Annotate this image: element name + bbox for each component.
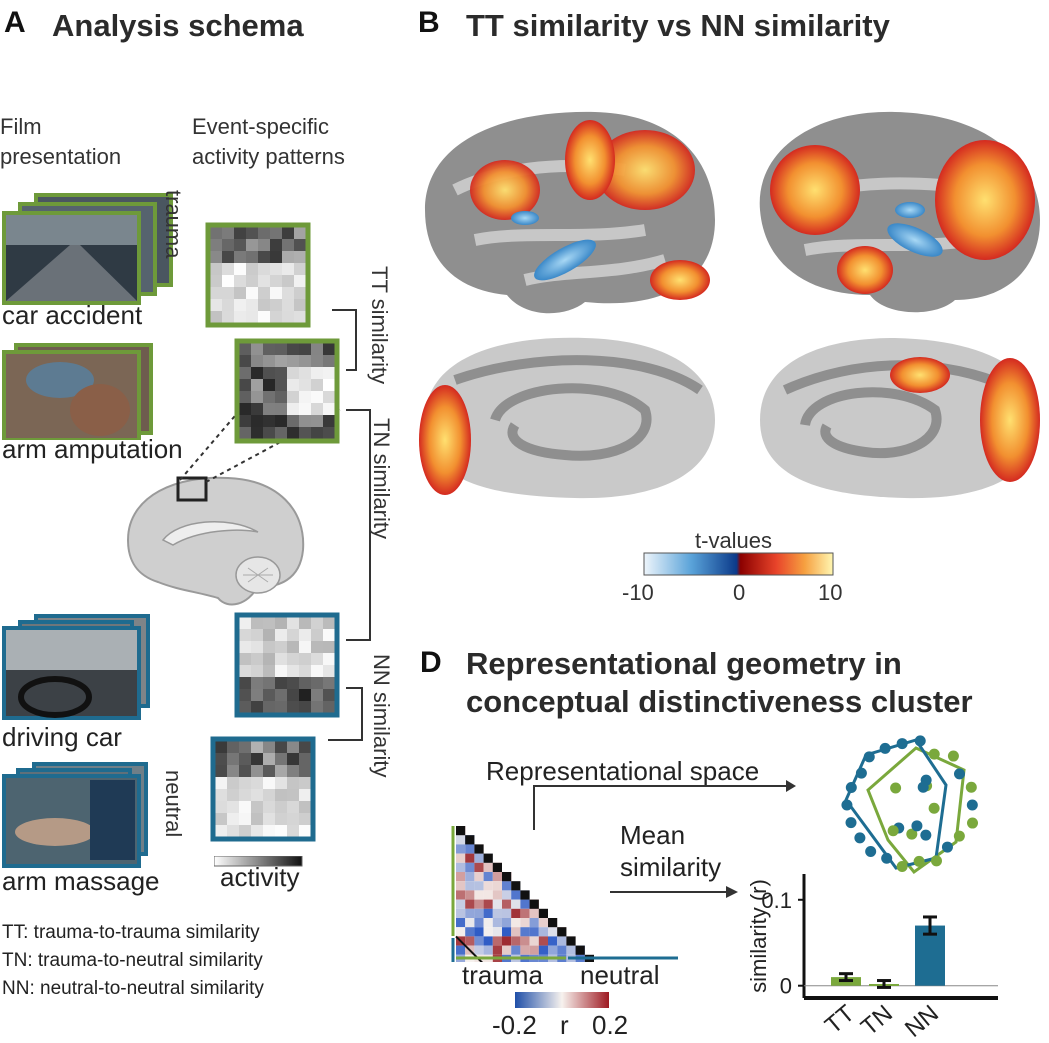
rep-space-label: Representational space bbox=[486, 756, 760, 786]
y-tick-label: 0.1 bbox=[761, 888, 792, 913]
r-colorbar-min: -0.2 bbox=[492, 1010, 537, 1040]
x-tick-label: TT bbox=[820, 1000, 860, 1040]
film-header-line1: Film bbox=[0, 114, 42, 139]
definition-tt: TT: trauma-to-trauma similarity bbox=[2, 922, 260, 943]
panel-b-letter: B bbox=[418, 6, 440, 39]
panel-d-title-line2: conceptual distinctiveness cluster bbox=[466, 684, 973, 719]
similarity-matrix bbox=[451, 826, 678, 962]
brain-left-medial bbox=[419, 337, 715, 499]
definition-nn: NN: neutral-to-neutral similarity bbox=[2, 978, 264, 999]
tn-similarity-label: TN similarity bbox=[369, 418, 394, 539]
activity-colorbar bbox=[214, 856, 303, 867]
pattern-matrix-arm-amputation bbox=[234, 338, 340, 444]
pattern-header-line2: activity patterns bbox=[192, 144, 345, 169]
zoom-lines bbox=[180, 409, 341, 483]
nn-similarity-label: NN similarity bbox=[369, 654, 394, 778]
brain-surface-maps bbox=[419, 111, 1040, 499]
film-frames-arm-amputation bbox=[2, 343, 153, 440]
clip-label-arm-amputation: arm amputation bbox=[2, 434, 183, 464]
pattern-matrix-arm-massage bbox=[210, 736, 316, 842]
tvalues-mid: 0 bbox=[733, 580, 746, 605]
panel-a-title: Analysis schema bbox=[52, 8, 304, 43]
r-colorbar-mid: r bbox=[560, 1010, 569, 1040]
tvalues-colorbar-label: t-values bbox=[695, 528, 773, 553]
film-frames-car-accident bbox=[2, 193, 173, 305]
mean-sim-line2: similarity bbox=[620, 852, 722, 882]
x-tick-label: NN bbox=[900, 1000, 944, 1043]
clip-label-arm-massage: arm massage bbox=[2, 866, 160, 896]
mean-sim-line1: Mean bbox=[620, 820, 686, 850]
film-frames-driving-car bbox=[2, 614, 150, 720]
brain-schematic bbox=[126, 476, 305, 606]
similarity-brackets bbox=[328, 309, 371, 741]
clip-label-car-accident: car accident bbox=[2, 300, 143, 330]
rep-space-scatter bbox=[841, 735, 979, 875]
panel-b-title: TT similarity vs NN similarity bbox=[466, 8, 890, 43]
mean-sim-arrow bbox=[610, 886, 738, 898]
y-tick-label: 0 bbox=[780, 974, 792, 999]
pattern-header-line1: Event-specific bbox=[192, 114, 329, 139]
r-colorbar bbox=[515, 992, 609, 1008]
clip-side-label-neutral: neutral bbox=[161, 770, 186, 838]
x-tick-label: TN bbox=[856, 1000, 898, 1041]
clip-side-label-trauma: trauma bbox=[161, 190, 186, 259]
clip-label-driving-car: driving car bbox=[2, 722, 122, 752]
film-header-line2: presentation bbox=[0, 144, 122, 169]
panel-d-letter: D bbox=[420, 646, 442, 679]
activity-label: activity bbox=[220, 862, 300, 892]
definition-tn: TN: trauma-to-neutral similarity bbox=[2, 950, 263, 971]
tvalues-colorbar bbox=[643, 552, 834, 576]
pattern-matrix-car-accident bbox=[205, 222, 311, 328]
film-frames-arm-massage bbox=[2, 762, 148, 868]
panel-a-letter: A bbox=[4, 6, 26, 39]
brain-left-lateral bbox=[425, 111, 715, 314]
brain-right-medial bbox=[760, 338, 1040, 499]
pattern-matrix-driving-car bbox=[234, 612, 340, 718]
panel-d-title-line1: Representational geometry in bbox=[466, 646, 902, 681]
tvalues-max: 10 bbox=[818, 580, 843, 605]
matrix-label-trauma: trauma bbox=[462, 960, 543, 990]
matrix-label-neutral: neutral bbox=[580, 960, 660, 990]
r-colorbar-max: 0.2 bbox=[592, 1010, 629, 1040]
tvalues-min: -10 bbox=[622, 580, 654, 605]
brain-right-lateral bbox=[759, 111, 1040, 313]
y-axis-label: similarity (r) bbox=[746, 879, 771, 993]
rep-space-arrow bbox=[533, 780, 796, 830]
tt-similarity-label: TT similarity bbox=[367, 266, 392, 385]
